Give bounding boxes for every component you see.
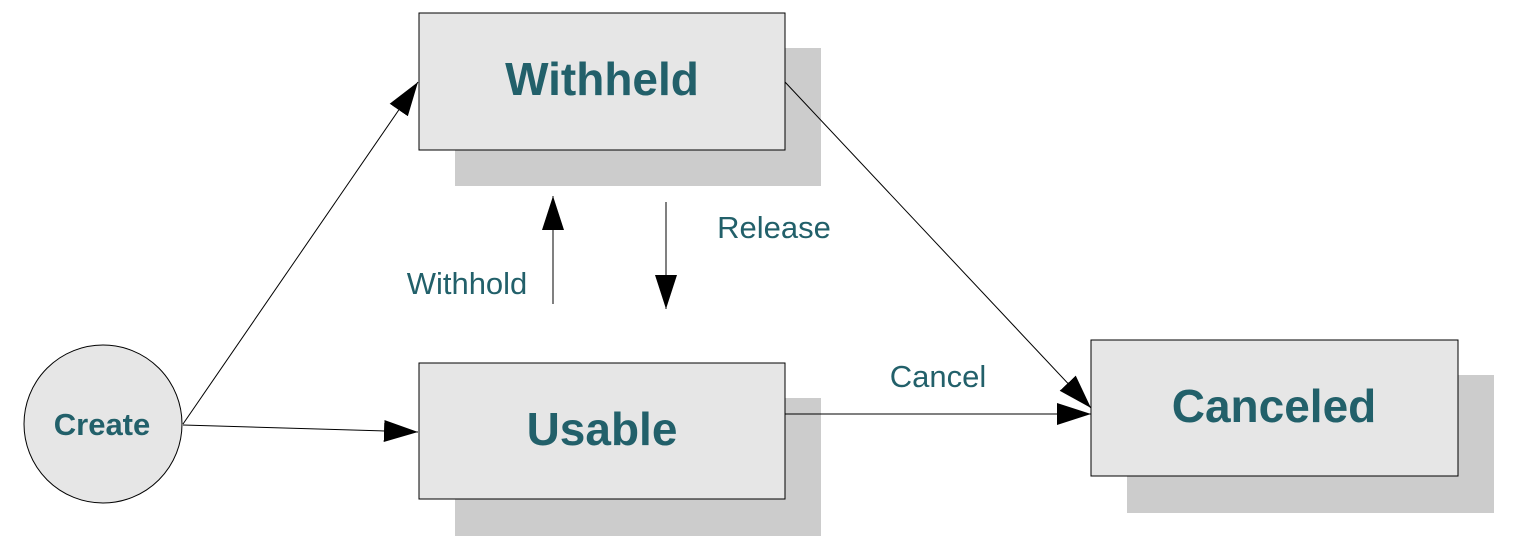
create-circle	[23, 344, 183, 504]
withheld-label: Withheld	[505, 53, 699, 105]
canceled-label: Canceled	[1172, 380, 1377, 432]
edge-label-withhold: Withhold	[407, 266, 528, 301]
node-canceled: Canceled	[1090, 339, 1459, 477]
edge-create-withheld	[182, 81, 419, 425]
usable-label: Usable	[527, 403, 678, 455]
node-create: Create	[23, 344, 183, 504]
usable-box	[418, 362, 786, 500]
edge-withheld-canceled	[784, 81, 1092, 409]
node-usable: Usable	[418, 362, 786, 500]
canceled-box	[1090, 339, 1459, 477]
create-label: Create	[54, 407, 151, 442]
edge-label-release: Release	[717, 210, 831, 245]
edge-label-cancel: Cancel	[890, 359, 987, 394]
node-withheld: Withheld	[418, 12, 786, 151]
withheld-box	[418, 12, 786, 151]
edge-create-usable	[182, 419, 419, 442]
